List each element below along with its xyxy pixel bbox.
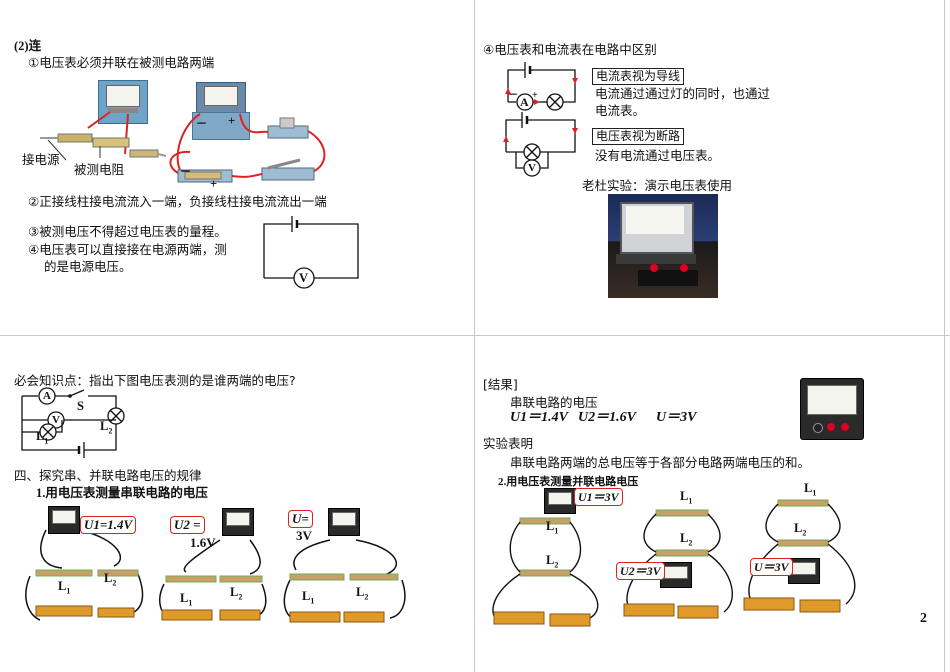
u2-reading-value: 1.6V: [190, 535, 216, 550]
label-power: 接电源: [22, 152, 60, 167]
q1-rule2: ②正接线柱接电流流入一端，负接线柱接电流流出一端: [28, 194, 327, 209]
p1-l1: L1: [546, 519, 559, 536]
minus-sign-1: －: [196, 118, 207, 130]
plus-sign-1: +: [228, 114, 236, 128]
setup1-l1: L1: [58, 579, 71, 596]
ammeter-note-box: 电流表视为导线: [592, 68, 685, 85]
divider-vertical: [474, 0, 475, 672]
parallel-u1-box: U1＝3V: [574, 488, 623, 506]
p3-l2: L2: [794, 521, 807, 538]
q1-v-symbol: V: [299, 271, 309, 285]
q3-section-title: 四、探究串、并联电路电压的规律: [14, 468, 202, 483]
q3-l2-label: L2: [100, 419, 113, 436]
ammeter-desc-1: 电流通过通过灯的同时，也通过: [595, 86, 771, 101]
parallel-u2-box: U2＝3V: [616, 562, 665, 580]
p1-l2: L2: [546, 553, 559, 570]
q1-rule4-line2: 的是电源电压。: [44, 259, 132, 274]
q4-u2: U2＝1.6V: [578, 410, 636, 425]
q4-conclusion: 串联电路两端的总电压等于各部分电路两端电压的和。: [510, 455, 811, 470]
q4-u-total: U＝3V: [656, 410, 697, 425]
q2-minus: －: [508, 90, 518, 101]
voltmeter-note-box: 电压表视为断路: [592, 128, 685, 145]
q2-plus: +: [532, 90, 538, 101]
demo-caption: 老杜实验：演示电压表使用: [582, 178, 733, 193]
setup3-l2: L2: [356, 585, 369, 602]
p2-l2: L2: [680, 531, 693, 548]
q3-question: 必会知识点：指出下图电压表测的是谁两端的电压?: [14, 373, 296, 388]
p2-l1: L1: [680, 489, 693, 506]
q1-rule4-line1: ④电压表可以直接接在电源两端，测: [28, 242, 227, 257]
q4-sub-title: 2.用电压表测量并联电路电压: [498, 476, 639, 488]
ammeter-photo: [800, 378, 864, 440]
voltmeter-setup-3: [328, 508, 360, 536]
q4-result-label: [结果]: [483, 377, 518, 392]
q4-series-voltage: 串联电路的电压: [510, 395, 598, 410]
ammeter-desc-2: 电流表。: [595, 103, 646, 118]
parallel-u-box: U＝3V: [750, 558, 793, 576]
q3-s-label: S: [77, 399, 84, 413]
setup2-l2: L2: [230, 585, 243, 602]
voltmeter-desc: 没有电流通过电压表。: [595, 148, 721, 163]
parallel-voltmeter-2: [660, 562, 692, 588]
divider-horizontal: [0, 335, 950, 336]
demo-photo: [608, 194, 718, 298]
voltmeter-setup-1: [48, 506, 80, 534]
u1-reading-box: U1=1.4V: [80, 516, 137, 534]
q2-a-symbol: A: [520, 95, 529, 109]
setup1-l2: L2: [104, 571, 117, 588]
q1-rule1: ①电压表必须并联在被测电路两端: [28, 55, 215, 70]
u-reading-value: 3V: [296, 528, 312, 543]
q3-l1-label: L1: [36, 429, 49, 446]
q1-rule3: ③被测电压不得超过电压表的量程。: [28, 224, 227, 239]
parallel-voltmeter-3: [788, 558, 820, 584]
border-right: [944, 0, 945, 672]
plus-sign-2: +: [210, 177, 218, 191]
label-resistor: 被测电阻: [74, 162, 125, 177]
q2-v-symbol: V: [528, 162, 536, 174]
minus-sign-2: －: [180, 166, 191, 178]
setup3-l1: L1: [302, 589, 315, 606]
page-number: 2: [920, 611, 927, 626]
setup2-l1: L1: [180, 591, 193, 608]
q4-u1: U1＝1.4V: [510, 410, 568, 425]
q1-heading: (2)连: [14, 39, 42, 53]
q3-v-symbol: V: [52, 414, 60, 426]
u2-reading-box: U2 =: [170, 516, 205, 534]
parallel-voltmeter-1: [544, 488, 576, 514]
voltmeter-setup-2: [222, 508, 254, 536]
p3-l1: L1: [804, 481, 817, 498]
q4-experiment-shows: 实验表明: [483, 436, 534, 451]
q3-a-symbol: A: [43, 390, 51, 402]
q3-sub-title: 1.用电压表测量串联电路的电压: [36, 486, 208, 500]
u-reading-box: U=: [288, 510, 313, 528]
q2-heading: ④电压表和电流表在电路中区别: [483, 42, 657, 57]
